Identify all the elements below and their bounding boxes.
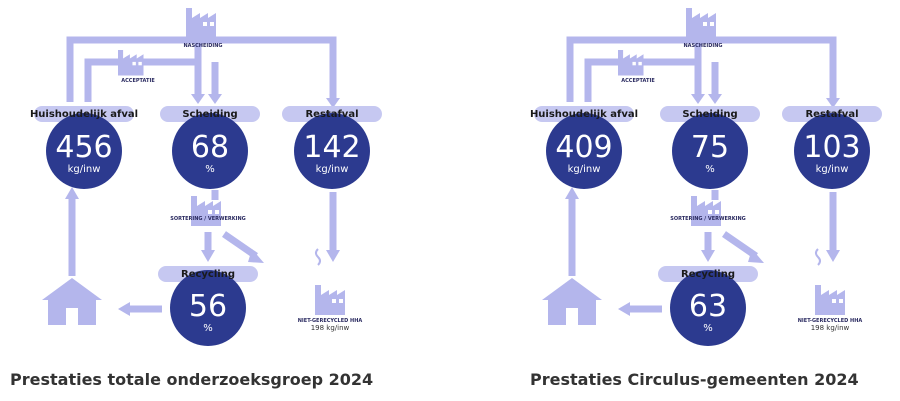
flow-diagonal — [722, 231, 758, 259]
node-label: Restafval — [305, 109, 358, 120]
factory-nascheiding-icon: NASCHEIDING — [183, 8, 223, 49]
node-value: 56 — [189, 289, 227, 324]
arrow-head — [326, 98, 340, 108]
sortering-label: SORTERING / VERWERKING — [170, 216, 246, 222]
node-value: 103 — [803, 130, 860, 165]
arrow-head — [701, 250, 715, 262]
node-label: Scheiding — [182, 109, 237, 120]
node-recycling: Recycling 56 % — [158, 266, 258, 346]
caption: Prestaties Circulus-gemeenten 2024 — [530, 370, 859, 389]
node-huishoudelijk: Huishoudelijk afval 456 kg/inw — [30, 106, 138, 189]
node-label: Scheiding — [682, 109, 737, 120]
arrow-head — [118, 302, 130, 316]
node-scheiding: Scheiding 68 % — [160, 106, 260, 189]
node-unit: kg/inw — [68, 164, 101, 175]
flow-diagonal — [222, 231, 258, 259]
house-icon — [42, 278, 102, 325]
flow-acceptatie — [84, 58, 200, 102]
node-unit: % — [705, 164, 715, 175]
node-scheiding: Scheiding 75 % — [660, 106, 760, 189]
factory-niet-gerecycled-icon: NIET-GERECYCLED HHA 198 kg/inw — [798, 248, 863, 332]
value-circle — [794, 113, 870, 189]
niet-gerecycled-value: 198 kg/inw — [811, 324, 850, 332]
arrow-head — [748, 249, 764, 263]
diagram-2: NASCHEIDING ACCEPTATIE SORTERING / VERWE… — [530, 8, 882, 389]
acceptatie-label: ACCEPTATIE — [621, 78, 655, 84]
node-label: Recycling — [181, 269, 235, 280]
niet-gerecycled-value: 198 kg/inw — [311, 324, 350, 332]
value-circle — [172, 113, 248, 189]
arrow-head — [201, 250, 215, 262]
node-label: Huishoudelijk afval — [30, 109, 138, 120]
flow-lines — [566, 36, 837, 313]
arrow-head — [691, 94, 705, 104]
diagram-1: NASCHEIDING ACCEPTATIE SORTERING / VERWE… — [10, 8, 382, 389]
node-restafval: Restafval 103 kg/inw — [782, 106, 882, 189]
node-unit: kg/inw — [316, 164, 349, 175]
node-value: 409 — [555, 130, 612, 165]
caption: Prestaties totale onderzoeksgroep 2024 — [10, 370, 373, 389]
node-unit: kg/inw — [816, 164, 849, 175]
niet-gerecycled-label: NIET-GERECYCLED HHA — [798, 318, 863, 324]
factory-acceptatie-icon: ACCEPTATIE — [118, 50, 155, 84]
niet-gerecycled-label: NIET-GERECYCLED HHA — [298, 318, 363, 324]
acceptatie-label: ACCEPTATIE — [121, 78, 155, 84]
node-unit: % — [703, 323, 713, 334]
value-circle — [46, 113, 122, 189]
factory-nascheiding-icon: NASCHEIDING — [683, 8, 723, 49]
flow-lines — [66, 36, 337, 313]
nascheiding-label: NASCHEIDING — [183, 43, 222, 49]
arrow-head — [826, 98, 840, 108]
arrow-head — [65, 187, 79, 199]
flow-acceptatie — [584, 58, 700, 102]
value-circle — [170, 270, 246, 346]
nascheiding-label: NASCHEIDING — [683, 43, 722, 49]
arrow-heads — [65, 94, 340, 316]
node-label: Restafval — [805, 109, 858, 120]
arrow-head — [565, 187, 579, 199]
node-unit: % — [205, 164, 215, 175]
factory-niet-gerecycled-icon: NIET-GERECYCLED HHA 198 kg/inw — [298, 248, 363, 332]
arrow-head — [826, 250, 840, 262]
value-circle — [672, 113, 748, 189]
node-huishoudelijk: Huishoudelijk afval 409 kg/inw — [530, 106, 638, 189]
arrow-head — [248, 249, 264, 263]
arrow-head — [208, 94, 222, 104]
value-circle — [294, 113, 370, 189]
factory-acceptatie-icon: ACCEPTATIE — [618, 50, 655, 84]
node-unit: % — [203, 323, 213, 334]
factory-sortering-icon: SORTERING / VERWERKING — [170, 196, 246, 226]
node-value: 142 — [303, 130, 360, 165]
arrow-head — [191, 94, 205, 104]
node-value: 63 — [689, 289, 727, 324]
node-value: 456 — [55, 130, 112, 165]
arrow-head — [326, 250, 340, 262]
node-label: Recycling — [681, 269, 735, 280]
arrow-heads — [565, 94, 840, 316]
arrow-head — [708, 94, 722, 104]
factory-sortering-icon: SORTERING / VERWERKING — [670, 196, 746, 226]
node-restafval: Restafval 142 kg/inw — [282, 106, 382, 189]
node-recycling: Recycling 63 % — [658, 266, 758, 346]
node-value: 68 — [191, 130, 229, 165]
sortering-label: SORTERING / VERWERKING — [670, 216, 746, 222]
node-unit: kg/inw — [568, 164, 601, 175]
node-label: Huishoudelijk afval — [530, 109, 638, 120]
value-circle — [670, 270, 746, 346]
value-circle — [546, 113, 622, 189]
arrow-head — [618, 302, 630, 316]
node-value: 75 — [691, 130, 729, 165]
house-icon — [542, 278, 602, 325]
